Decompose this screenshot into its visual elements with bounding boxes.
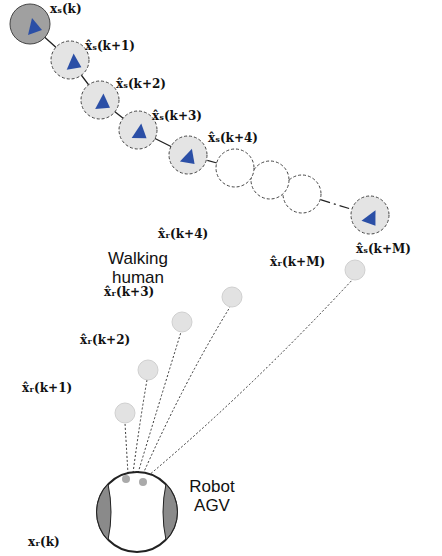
- state-label: x̂ₛ(k+3): [152, 110, 202, 123]
- state-label: x̂ᵣ(k+3): [104, 286, 154, 299]
- robot-agv: [97, 472, 178, 552]
- heading-triangles: [28, 18, 383, 230]
- caption-label: Walking human: [98, 250, 178, 287]
- state-label: x̂ₛ(k+2): [116, 78, 166, 91]
- robot-trajectories: [125, 278, 354, 476]
- state-label: x̂ᵣ(k+4): [158, 228, 208, 241]
- prediction-circles: [51, 41, 389, 234]
- human-circle: [10, 4, 50, 44]
- state-label: x̂ₛ(k+4): [208, 132, 258, 145]
- state-label: x̂ᵣ(k+2): [80, 334, 130, 347]
- state-label: x̂ₛ(k+M): [356, 243, 411, 256]
- state-label: x̂ₛ(k+1): [85, 40, 135, 53]
- caption-label: Robot AGV: [182, 478, 242, 515]
- state-label: x̂ᵣ(k+1): [22, 382, 72, 395]
- state-label: xᵣ(k): [28, 536, 60, 549]
- state-label: xₛ(k): [50, 3, 82, 16]
- path-line: [188, 155, 370, 215]
- path-line: [30, 24, 188, 155]
- prediction-circles: [216, 149, 321, 213]
- state-label: x̂ᵣ(k+M): [270, 256, 325, 269]
